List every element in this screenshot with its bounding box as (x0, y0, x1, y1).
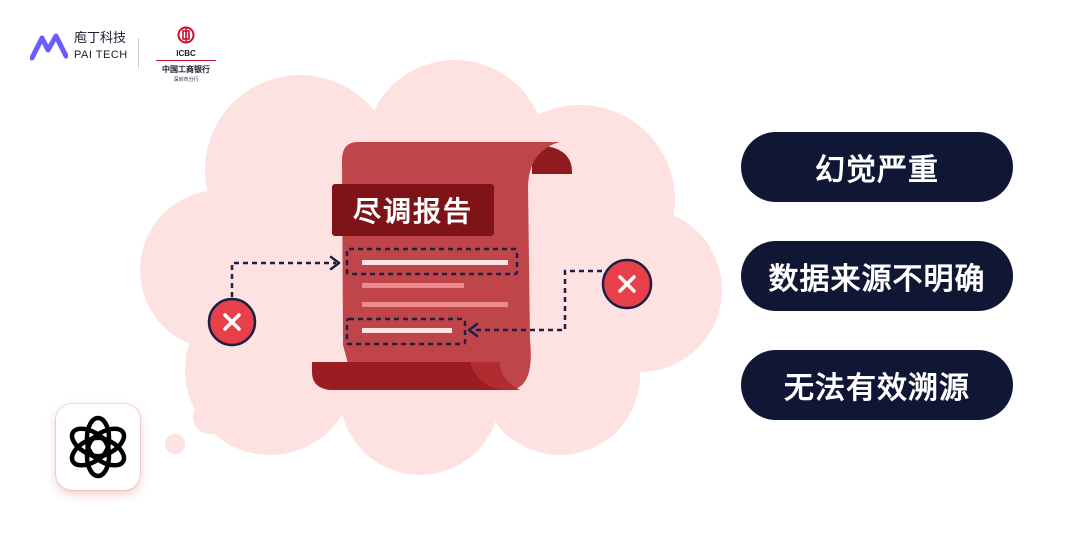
icbc-logo: ICBC 中国工商银行 深圳市分行 (154, 26, 218, 83)
openai-tile (56, 404, 140, 490)
report-line-4 (362, 328, 452, 333)
report-title: 尽调报告 (352, 195, 473, 228)
pai-tech-text: 庖丁科技 PAI TECH (74, 32, 128, 61)
icbc-rule (156, 60, 216, 61)
logo-divider (138, 38, 139, 68)
report-line-3 (362, 302, 508, 307)
issue-pill-unclear-source: 数据来源不明确 (741, 241, 1013, 311)
icbc-logo-icon (177, 26, 195, 44)
error-x-icon (601, 258, 653, 310)
report-line-1 (362, 260, 508, 265)
arrowhead-right (467, 322, 479, 338)
highlight-box-2 (345, 317, 467, 346)
error-x-icon (207, 297, 257, 347)
report-line-2 (362, 283, 464, 288)
icbc-name: ICBC (176, 49, 196, 58)
report-title-bg (332, 184, 494, 236)
icbc-branch: 深圳市分行 (173, 77, 199, 83)
issue-pill-untraceable: 无法有效溯源 (741, 350, 1013, 420)
issue-pill-hallucination: 幻觉严重 (741, 132, 1013, 202)
connector-left (230, 261, 336, 297)
pai-tech-cn: 庖丁科技 (74, 31, 127, 46)
connector-arrowheads (329, 255, 479, 338)
arrowhead-left (329, 255, 341, 271)
highlight-box-1 (345, 247, 519, 276)
highlight-boxes (345, 247, 519, 346)
connector-lines (230, 261, 602, 332)
pai-tech-logo-icon (30, 33, 68, 61)
openai-logo-icon (69, 415, 127, 479)
report-lines (362, 260, 508, 333)
connector-right (476, 269, 602, 332)
pai-tech-en: PAI TECH (74, 49, 128, 61)
header-logos: 庖丁科技 PAI TECH ICBC 中国工商银行 深圳市分行 (30, 26, 230, 83)
icbc-cn: 中国工商银行 (162, 65, 210, 74)
